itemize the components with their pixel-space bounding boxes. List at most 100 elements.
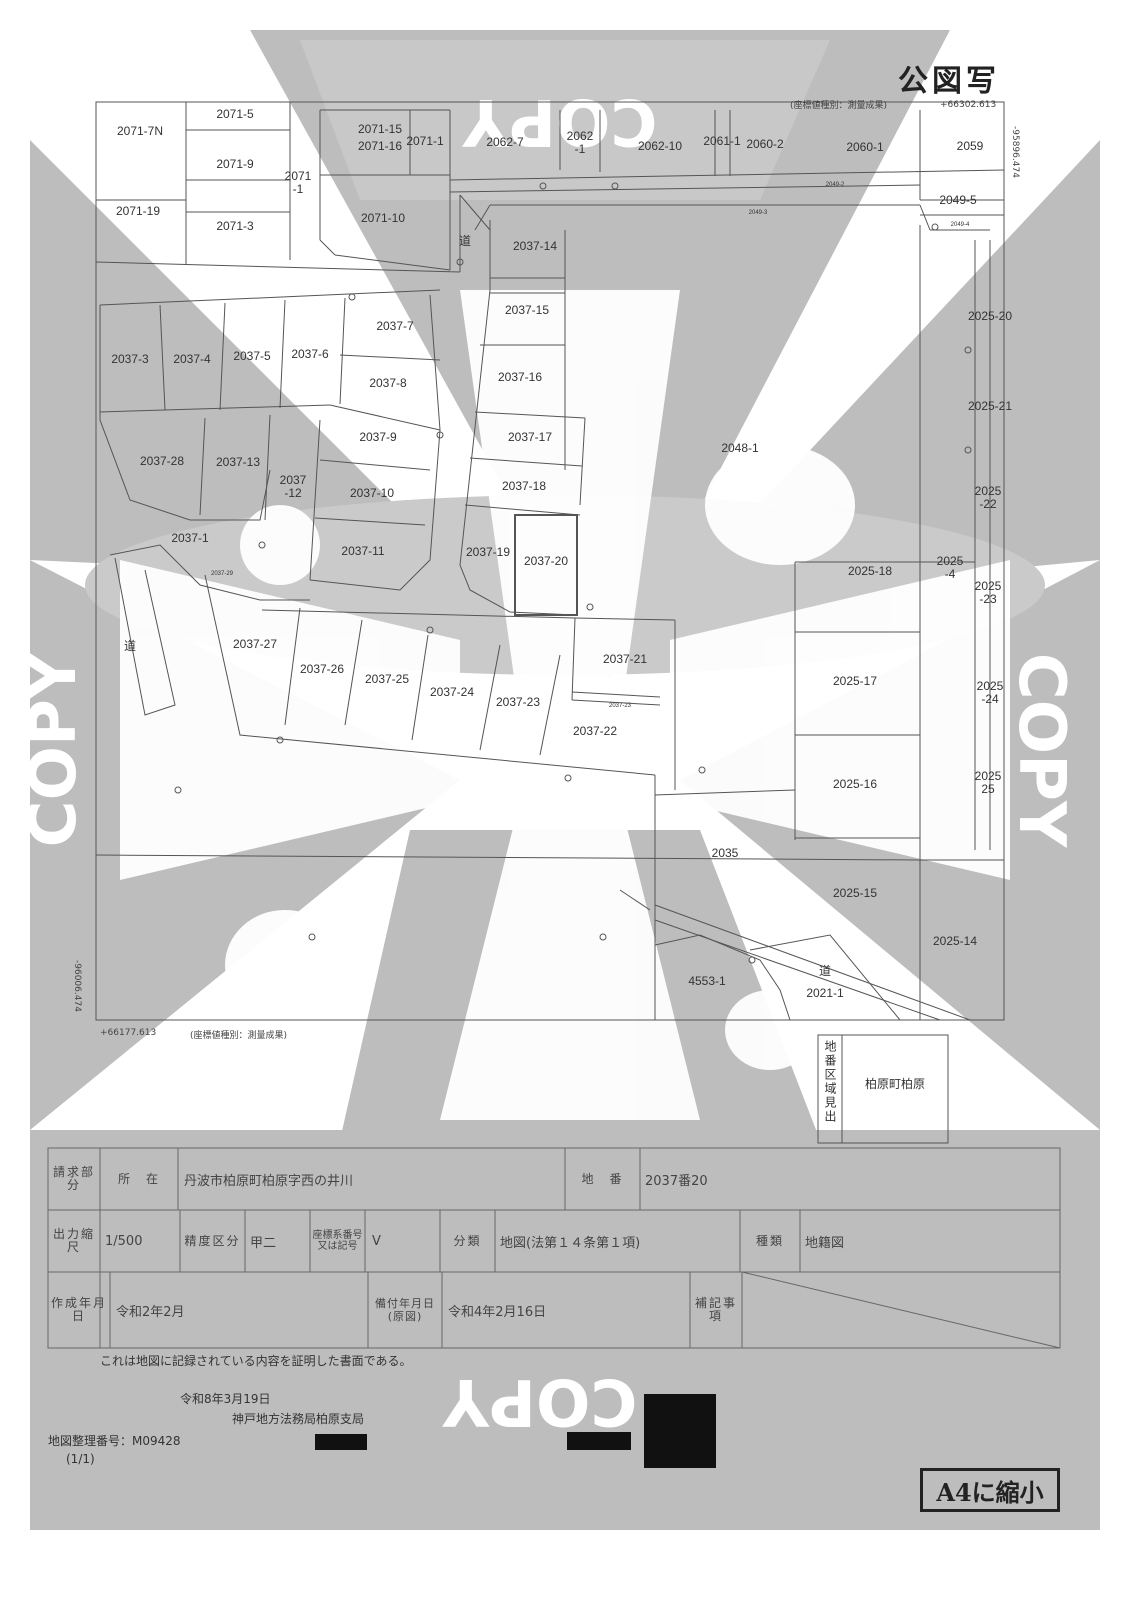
parcel-label: 道: [124, 639, 136, 653]
lot-number-value: 2037番20: [645, 1173, 708, 1189]
coord-left-vertical: -96006.474: [72, 960, 82, 1012]
road-label: 2049-2: [826, 182, 845, 188]
parcel-label: 2060-1: [846, 140, 884, 154]
parcel-label: 2060-2: [746, 137, 784, 151]
parcel-label: 2062-7: [486, 135, 524, 149]
region-index-label: 地番区域見出: [823, 1040, 837, 1124]
scale-label: 出力縮尺: [52, 1227, 95, 1254]
parcel-label: 2037-21: [603, 652, 647, 666]
parcel-label: 2035: [712, 846, 739, 860]
parcel-label: 2025-22: [975, 484, 1002, 511]
precision-value: 甲二: [250, 1235, 277, 1251]
parcel-label: 2037-10: [350, 486, 394, 500]
classification-value: 地図(法第１４条第１項): [500, 1235, 641, 1251]
parcel-label: 2037-5: [233, 349, 271, 363]
parcel-label: 2037-17: [508, 430, 552, 444]
parcel-label: 2021-1: [806, 986, 844, 1000]
type-label: 種類: [755, 1233, 784, 1248]
coord-right-vertical: -95896.474: [1010, 126, 1020, 178]
official-seal-redaction: [644, 1394, 716, 1468]
road-label: 2049-4: [951, 222, 970, 228]
parcel-label: 2071-1: [285, 169, 312, 196]
parcel-label: 2037-25: [365, 672, 409, 686]
coord-bottom-left: +66177.613: [100, 1028, 157, 1038]
filed-date-label: 備付年月日(原図): [375, 1297, 435, 1323]
notes-label: 補記事項: [694, 1296, 737, 1323]
location-value: 丹波市柏原町柏原字西の井川: [184, 1173, 354, 1189]
parcel-label: 2037-6: [291, 347, 329, 361]
parcel-label: 2037-18: [502, 479, 546, 493]
parcel-label: 2037-7: [376, 319, 414, 333]
document-title: 公図写: [898, 64, 1000, 99]
parcel-label: 2037-19: [466, 545, 510, 559]
parcel-label: 道: [819, 964, 831, 978]
svg-text:COPY: COPY: [1004, 653, 1078, 848]
parcel-label: 2025-14: [933, 934, 977, 948]
parcel-label: 2025-21: [968, 399, 1012, 413]
page-indicator: (1/1): [66, 1452, 95, 1466]
parcel-label: 2037-15: [505, 303, 549, 317]
svg-text:COPY: COPY: [17, 652, 91, 847]
parcel-label-small: 2037-23: [609, 703, 632, 709]
created-date-value: 令和2年2月: [116, 1304, 185, 1320]
parcel-label: 道: [459, 234, 471, 248]
coord-system-top: (座標値種別：測量成果): [790, 101, 888, 111]
parcel-label: 2037-20: [524, 554, 568, 568]
parcel-label: 2037-24: [430, 685, 474, 699]
reduced-to-a4-stamp: A4に縮小: [920, 1468, 1060, 1512]
parcel-label: 2037-9: [359, 430, 397, 444]
filed-date-value: 令和4年2月16日: [448, 1304, 547, 1320]
parcel-label: 2025-24: [977, 679, 1004, 706]
parcel-label: 2037-4: [173, 352, 211, 366]
requester-label: 請求部分: [52, 1165, 95, 1192]
parcel-label: 2037-13: [216, 455, 260, 469]
parcel-label: 2071-7N: [117, 124, 163, 138]
classification-label: 分類: [453, 1233, 482, 1248]
parcel-label: 2037-28: [140, 454, 184, 468]
parcel-label: 2037-26: [300, 662, 344, 676]
created-date-label: 作成年月日: [50, 1296, 107, 1323]
parcel-label: 2037-14: [513, 239, 557, 253]
parcel-label: 2061-1: [703, 134, 741, 148]
redaction-block: [567, 1432, 631, 1450]
issue-date: 令和8年3月19日: [180, 1392, 271, 1406]
parcel-label: 2025-18: [848, 564, 892, 578]
coord-system-value: V: [372, 1233, 381, 1249]
parcel-label: 2037-23: [496, 695, 540, 709]
parcel-label: 4553-1: [688, 974, 726, 988]
parcel-label: 2062-1: [567, 129, 594, 156]
parcel-label: 2037-16: [498, 370, 542, 384]
parcel-label: 2071-16: [358, 139, 402, 153]
parcel-label: 2071-19: [116, 204, 160, 218]
parcel-label: 2025-15: [833, 886, 877, 900]
lot-number-label: 地 番: [581, 1171, 624, 1186]
parcel-label-small: 2037-29: [211, 571, 234, 577]
coord-system-bottom: (座標値種別：測量成果): [190, 1031, 288, 1041]
parcel-label: 2025-23: [975, 579, 1002, 606]
map-number: 地図整理番号：M09428: [48, 1434, 181, 1448]
scale-value: 1/500: [105, 1233, 143, 1249]
parcel-label: 2059: [957, 139, 984, 153]
parcel-label: 2048-1: [721, 441, 759, 455]
coord-top-right: +66302.613: [940, 100, 997, 110]
svg-text:COPY: COPY: [442, 1364, 637, 1438]
certification-text: これは地図に記録されている内容を証明した書面である。: [100, 1354, 412, 1368]
parcel-label: 2037-1: [171, 531, 209, 545]
parcel-label: 2037-12: [280, 473, 307, 500]
parcel-label: 2071-3: [216, 219, 254, 233]
parcel-label: 2037-22: [573, 724, 617, 738]
parcel-label: 2037-11: [341, 544, 384, 558]
parcel-label: 2071-9: [216, 157, 254, 171]
type-value: 地籍図: [805, 1235, 845, 1251]
issuing-office: 神戸地方法務局柏原支局: [232, 1412, 365, 1426]
redaction-block: [315, 1434, 367, 1450]
parcel-label: 2025-16: [833, 777, 877, 791]
region-index-value: 柏原町柏原: [865, 1077, 926, 1091]
parcel-label: 2037-3: [111, 352, 149, 366]
notes-value: [750, 1276, 1050, 1344]
parcel-label: 2037-27: [233, 637, 277, 651]
parcel-label: 2037-8: [369, 376, 407, 390]
